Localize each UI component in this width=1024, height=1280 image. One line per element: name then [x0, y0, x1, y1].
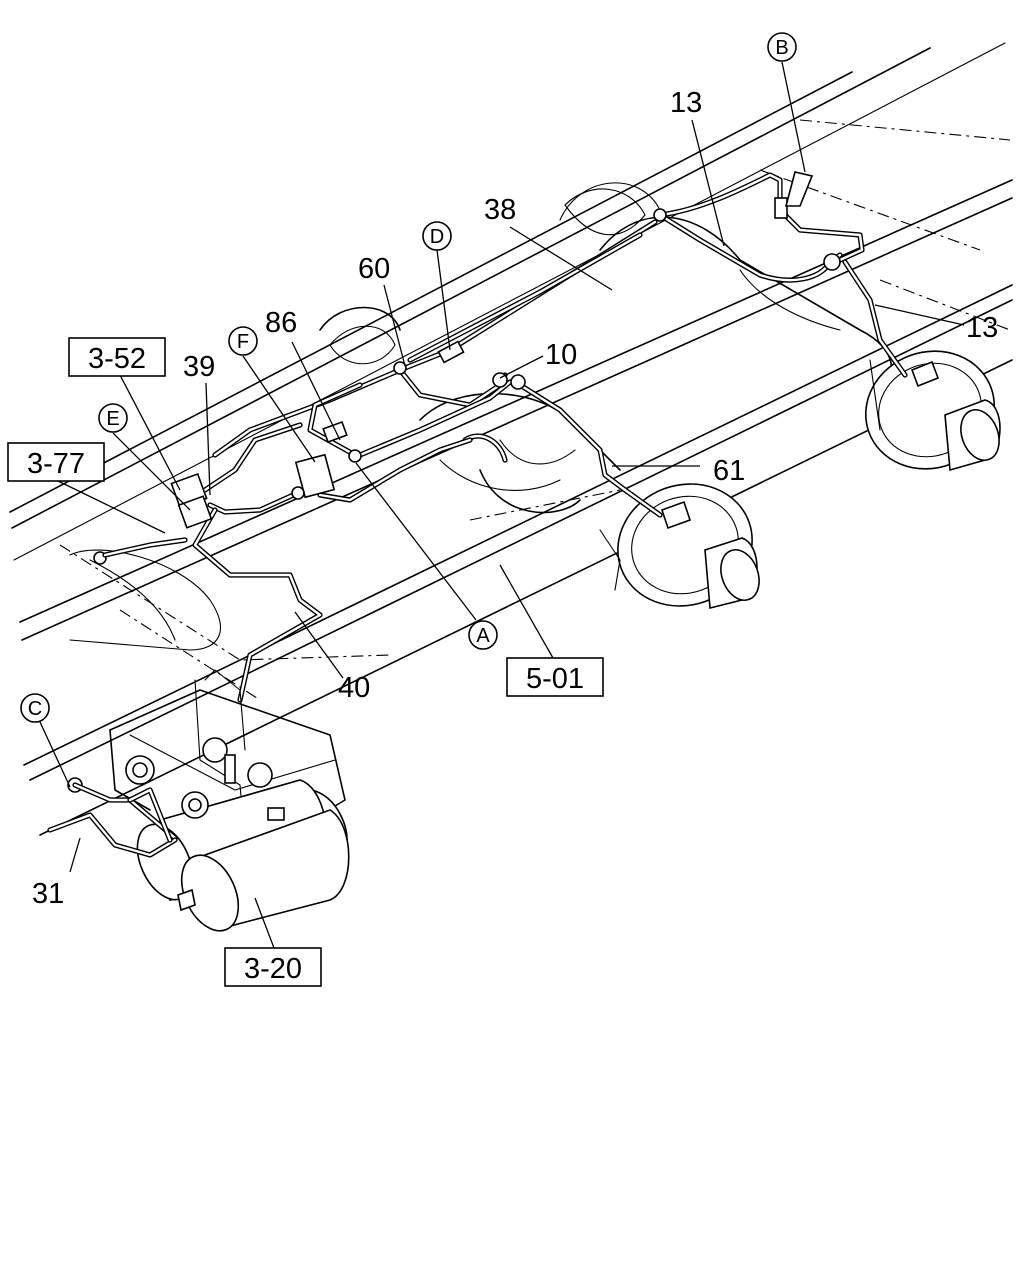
connector-F: F [228, 326, 258, 356]
reference-boxes: 3-52 3-77 5-01 3-20 [7, 337, 604, 987]
callout-39: 39 [183, 351, 215, 383]
svg-text:B: B [775, 37, 788, 59]
callout-40: 40 [338, 672, 370, 704]
connector-markers: B D F E A C [20, 32, 797, 723]
callout-86: 86 [265, 307, 297, 339]
svg-text:C: C [28, 698, 42, 720]
air-tank-bracket-assembly [47, 669, 350, 932]
svg-text:3-20: 3-20 [244, 953, 302, 985]
svg-text:3-52: 3-52 [88, 343, 146, 375]
rear-axle-assembly [559, 182, 1001, 472]
connector-A: A [468, 620, 498, 650]
ref-box-5-01: 5-01 [506, 657, 604, 697]
svg-text:E: E [106, 408, 119, 430]
ref-box-3-52: 3-52 [68, 337, 166, 377]
connector-B: B [767, 32, 797, 62]
callout-31: 31 [32, 878, 64, 910]
callout-61: 61 [713, 455, 745, 487]
svg-text:3-77: 3-77 [27, 448, 85, 480]
callout-60: 60 [358, 253, 390, 285]
connector-D: D [422, 221, 452, 251]
leader-lines [39, 61, 965, 949]
svg-text:A: A [476, 625, 490, 647]
connector-C: C [20, 693, 50, 723]
callout-13-right: 13 [966, 312, 998, 344]
callout-10: 10 [545, 339, 577, 371]
callout-13-top: 13 [670, 87, 702, 119]
svg-text:F: F [237, 331, 249, 353]
connector-E: E [98, 403, 128, 433]
svg-text:5-01: 5-01 [526, 663, 584, 695]
svg-text:D: D [430, 226, 444, 248]
ref-box-3-20: 3-20 [224, 947, 322, 987]
middle-axle-assembly [319, 306, 760, 610]
callout-38: 38 [484, 194, 516, 226]
air-pipes [102, 172, 908, 703]
part-callouts: 13 13 38 60 86 39 10 61 40 31 [32, 87, 998, 910]
valves-fittings [170, 171, 841, 529]
frame-rails [9, 42, 1013, 836]
ref-box-3-77: 3-77 [7, 442, 105, 482]
